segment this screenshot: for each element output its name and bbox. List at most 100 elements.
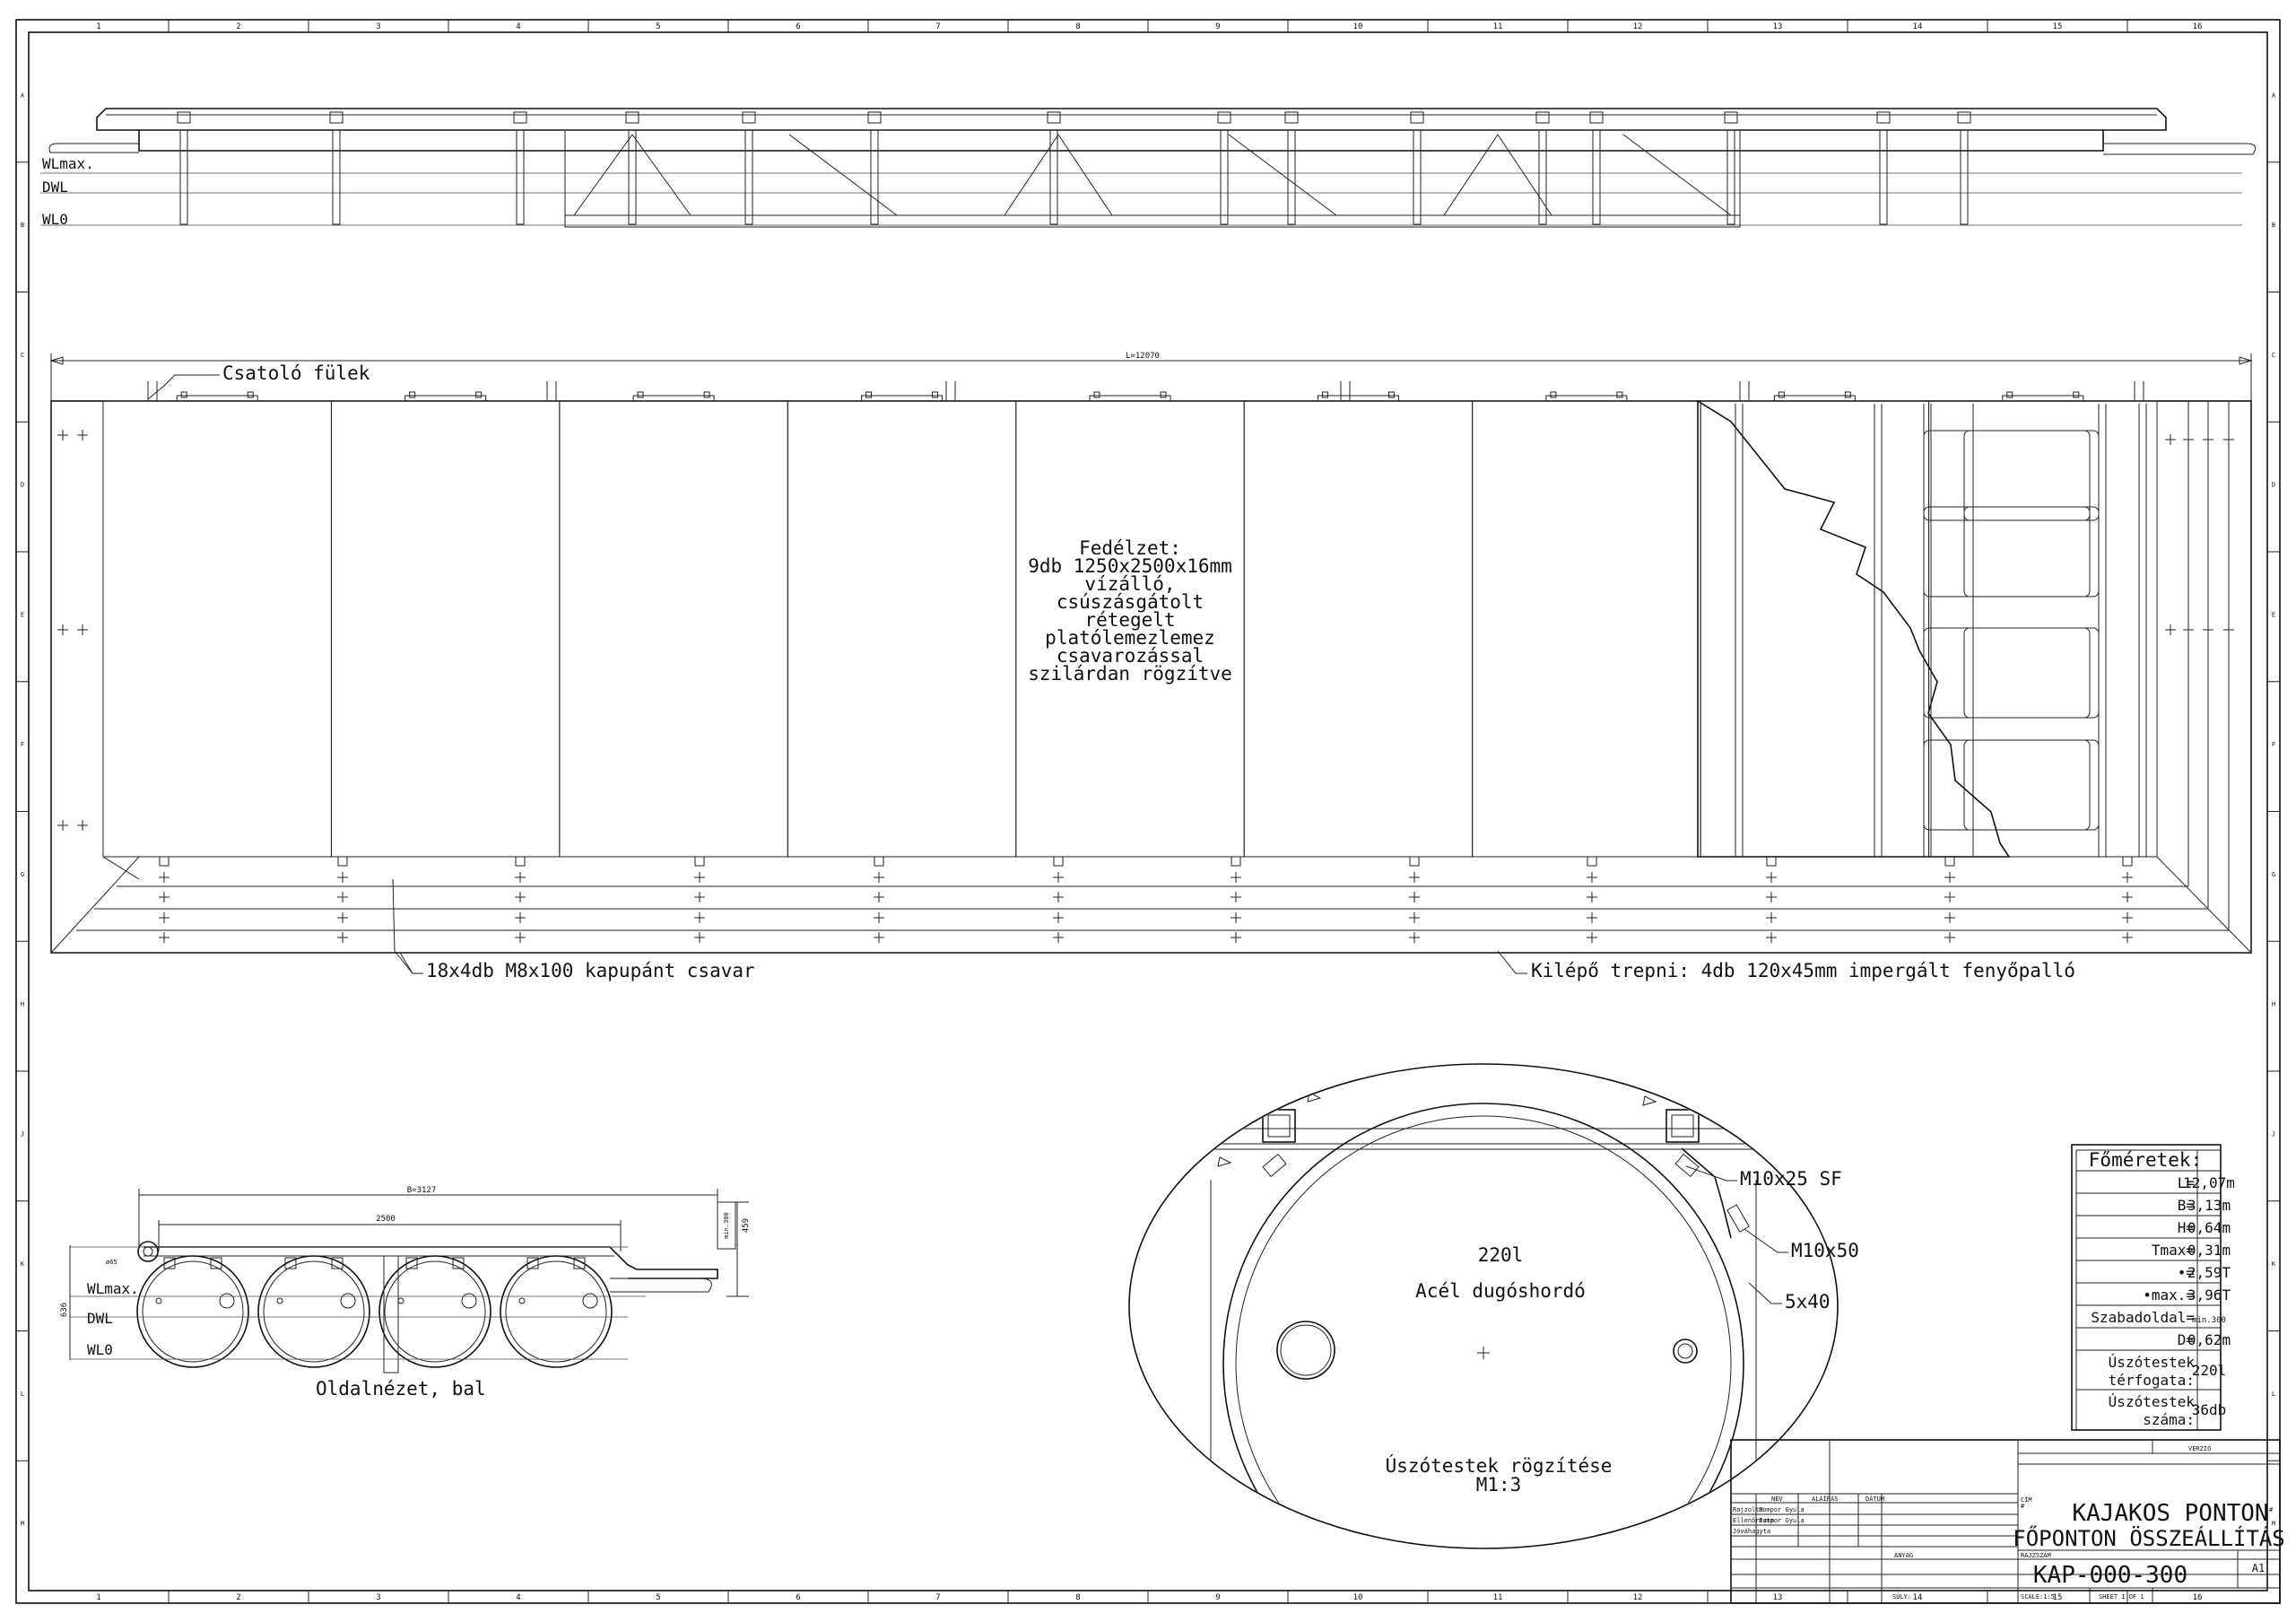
side-dia-dim: ø65 — [106, 1259, 117, 1266]
grid-col-label: 5 — [656, 1593, 660, 1602]
title-label: CÍM — [2021, 1496, 2032, 1504]
grid-row-label: H — [21, 1001, 24, 1008]
drawing-title-1: KAJAKOS PONTON — [2072, 1500, 2268, 1527]
grid-col-label: 4 — [516, 1593, 520, 1602]
step-plank-label: Kilépő trepni: 4db 120x45mm impergált fe… — [1531, 960, 2075, 981]
grid-col-label: 12 — [1633, 1593, 1643, 1602]
grid-row-label: C — [2272, 352, 2275, 359]
main-dim-value: 0,62m — [2187, 1331, 2231, 1348]
grid-col-label: 6 — [796, 1593, 800, 1602]
drawn-by-name: Pompor Gyula — [1759, 1506, 1805, 1513]
deck-panel — [1243, 400, 1474, 858]
main-dim-label: Úszótestek — [2109, 1393, 2196, 1410]
deck-note-line: csúszásgátolt — [1057, 591, 1204, 613]
grid-col-label: 11 — [1493, 22, 1503, 31]
main-dim-label: L= — [2178, 1174, 2195, 1191]
main-dim-label: D= — [2178, 1331, 2195, 1348]
deck-note-line: platólemezlemez — [1045, 627, 1215, 649]
side-height-dim: 636 — [60, 1303, 69, 1317]
grid-row-label: J — [2272, 1130, 2275, 1138]
detail-caption: Úszótestek rögzítése — [1386, 1454, 1613, 1477]
elev-wl-max-label: WLmax. — [42, 155, 94, 172]
svg-text:#: # — [2021, 1503, 2025, 1510]
side-wl0-label: WL0 — [87, 1341, 113, 1358]
grid-row-label: D — [2272, 482, 2275, 489]
checked-by-name: Pompor Gyula — [1759, 1517, 1805, 1524]
grid-row-label: L — [21, 1391, 24, 1398]
main-dim-label: •max.= — [2143, 1286, 2195, 1304]
deck-note-line: vízálló, — [1084, 573, 1175, 595]
deck-panel — [1472, 400, 1701, 858]
side-dwl-label: DWL — [87, 1310, 113, 1327]
row-approved: Jóváhagyta — [1733, 1528, 1770, 1535]
grid-col-label: 1 — [96, 1593, 100, 1602]
grid-col-label: 1 — [96, 22, 100, 31]
title-block: VERZIÓ NÉV ALÁÍRÁS DÁTUM Rajzolta Ellenő… — [1730, 1439, 2285, 1604]
grid-row-label: K — [21, 1260, 25, 1268]
grid-row-label: H — [2272, 1001, 2275, 1008]
col-sign: ALÁÍRÁS — [1812, 1495, 1839, 1503]
grid-col-label: 10 — [1353, 22, 1363, 31]
grid-reference-marks: 1122334455667788991010111112121313141415… — [16, 20, 2280, 1603]
main-dim-value: 220l — [2192, 1362, 2227, 1379]
scale-label: SCALE:1:5 — [2021, 1593, 2055, 1600]
drawing-no-label: RAJZSZÁM — [2021, 1551, 2051, 1559]
grid-col-label: 13 — [1773, 22, 1783, 31]
row-checked: Ellenőrizte — [1733, 1516, 1774, 1524]
drum-type-label: Acél dugóshordó — [1415, 1280, 1586, 1302]
deck-note-line: rétegelt — [1084, 609, 1175, 631]
bolt-m10x50-label: M10x50 — [1791, 1240, 1859, 1261]
length-dimension: L=12070 — [1126, 352, 1160, 361]
side-inner-dim: 2500 — [376, 1215, 396, 1224]
deck-panel — [1928, 400, 2158, 858]
bolt-m10x25-label: M10x25 SF — [1740, 1168, 1842, 1190]
grid-col-label: 13 — [1773, 1593, 1783, 1602]
grid-col-label: 16 — [2193, 1593, 2203, 1602]
grid-row-label: F — [2272, 741, 2275, 748]
svg-text:#: # — [2269, 1506, 2274, 1513]
grid-row-label: J — [21, 1130, 24, 1138]
deck-note-line: 9db 1250x2500x16mm — [1028, 555, 1232, 577]
side-wl-max-label: WLmax. — [87, 1280, 139, 1297]
grid-row-label: B — [21, 222, 24, 229]
sheet-label: SHEET 1 OF 1 — [2099, 1593, 2144, 1600]
grid-col-label: 15 — [2053, 22, 2063, 31]
plan-view: L=12070 Csatoló fülek Fedélzet:9db 1250x… — [49, 352, 2253, 981]
elev-wl0-label: WL0 — [42, 211, 68, 228]
grid-col-label: 9 — [1215, 22, 1220, 31]
grid-row-label: F — [21, 741, 24, 748]
main-dim-label: Tmax= — [2152, 1242, 2195, 1259]
coupling-lugs-label: Csatoló fülek — [222, 362, 370, 384]
side-view-left: B=3127 2500 WLmax. DWL WL0 636 min.300 4… — [60, 1186, 751, 1400]
grid-row-label: C — [21, 352, 24, 359]
grid-col-label: 14 — [1913, 1593, 1923, 1602]
main-dims-title: Főméretek: — [2089, 1149, 2202, 1171]
grid-col-label: 6 — [796, 22, 800, 31]
main-dim-value: 36db — [2192, 1401, 2227, 1418]
main-dim-value: 0,31m — [2187, 1242, 2231, 1259]
main-dim-label-2: térfogata: — [2109, 1372, 2195, 1389]
main-dim-value: 2,59T — [2187, 1264, 2231, 1281]
drawing-number: KAP-000-300 — [2033, 1562, 2187, 1589]
drum-volume-label: 220l — [1478, 1244, 1524, 1266]
version-label: VERZIÓ — [2188, 1444, 2211, 1452]
deck-note: Fedélzet:9db 1250x2500x16mmvízálló,csúsz… — [1028, 537, 1232, 685]
col-date: DÁTUM — [1866, 1495, 1884, 1503]
grid-col-label: 14 — [1913, 22, 1923, 31]
side-freeboard-dim: min.300 — [723, 1212, 730, 1239]
grid-row-label: K — [2272, 1260, 2276, 1268]
deck-note-line: Fedélzet: — [1079, 537, 1181, 559]
main-dim-value: 3,96T — [2187, 1286, 2231, 1304]
main-dim-value: min.300 — [2192, 1316, 2226, 1325]
grid-row-label: A — [21, 92, 25, 99]
grid-col-label: 8 — [1075, 22, 1080, 31]
deck-panel — [1700, 400, 1930, 858]
grid-row-label: M — [2272, 1521, 2275, 1528]
grid-row-label: E — [21, 611, 24, 618]
deck-note-line: csavarozással — [1057, 645, 1204, 667]
grid-col-label: 9 — [1215, 1593, 1220, 1602]
main-dim-label: H= — [2178, 1219, 2195, 1236]
grid-col-label: 3 — [376, 22, 380, 31]
side-width-dim: B=3127 — [407, 1186, 437, 1195]
